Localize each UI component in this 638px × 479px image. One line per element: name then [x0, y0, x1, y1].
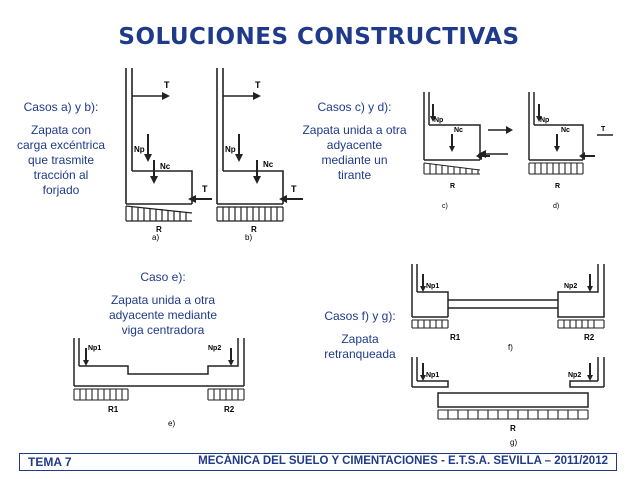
caption-ab-line: que trasmite	[27, 153, 95, 167]
label-Np2: Np2	[564, 283, 577, 290]
figure-g-label: g)	[510, 438, 517, 447]
label-Np: Np	[434, 117, 443, 124]
label-R2: R2	[584, 333, 595, 342]
label-Np2: Np2	[208, 345, 221, 352]
caption-ab-line: forjado	[42, 183, 80, 197]
label-Np: Np	[225, 145, 236, 154]
caption-e-line: viga centradora	[121, 323, 205, 337]
label-Nc: Nc	[160, 162, 171, 171]
label-T: T	[291, 184, 297, 194]
label-R: R	[510, 424, 516, 433]
figure-a: T Np Nc T R a)	[125, 68, 212, 242]
caption-e-line: Zapata unida a otra	[110, 293, 216, 307]
caption-cd: Casos c) y d): Zapata unida a otra adyac…	[287, 100, 422, 183]
figure-b: T Np Nc T R b)	[216, 68, 303, 242]
label-R1: R1	[450, 333, 461, 342]
caption-fg-line: Zapata	[341, 332, 379, 346]
caption-cd-line: adyacente	[326, 138, 383, 152]
label-R1: R1	[108, 405, 119, 414]
caption-cd-line: Zapata unida a otra	[302, 123, 407, 137]
caption-fg-head: Casos f) y g):	[324, 309, 396, 323]
caption-ab-line: tracción al	[33, 168, 89, 182]
figure-g: Np1 Np2 R g)	[411, 357, 605, 447]
figure-d-label: d)	[553, 203, 559, 210]
label-T: T	[255, 80, 261, 90]
label-R: R	[555, 183, 560, 190]
label-R2: R2	[224, 405, 235, 414]
label-Np: Np	[134, 145, 145, 154]
caption-cd-line: tirante	[337, 168, 372, 182]
figure-e-label: e)	[168, 419, 175, 428]
footer-topic: TEMA 7	[28, 455, 72, 469]
label-R: R	[156, 225, 162, 234]
slide-title: SOLUCIONES CONSTRUCTIVAS	[118, 24, 520, 50]
caption-fg: Casos f) y g): Zapata retranqueada	[305, 309, 415, 362]
label-Nc: Nc	[454, 127, 463, 134]
caption-ab: Casos a) y b): Zapata con carga excéntri…	[6, 100, 116, 198]
figure-b-label: b)	[245, 233, 252, 242]
label-T: T	[164, 80, 170, 90]
label-Nc: Nc	[263, 160, 274, 169]
label-Np1: Np1	[88, 345, 101, 352]
caption-ab-line: carga excéntrica	[16, 138, 106, 152]
label-R: R	[450, 183, 455, 190]
footer-bar: TEMA 7 MECÁNICA DEL SUELO Y CIMENTACIONE…	[19, 453, 617, 471]
caption-cd-head: Casos c) y d):	[317, 100, 392, 114]
figure-a-label: a)	[152, 233, 159, 242]
footer-course: MECÁNICA DEL SUELO Y CIMENTACIONES - E.T…	[198, 455, 608, 467]
label-Np1: Np1	[426, 372, 439, 379]
figure-f-label: f)	[508, 343, 513, 352]
caption-cd-line: mediante un	[321, 153, 388, 167]
caption-e-head: Caso e):	[140, 270, 186, 284]
caption-ab-head: Casos a) y b):	[23, 100, 99, 114]
caption-fg-line: retranqueada	[324, 347, 396, 361]
label-T: T	[202, 184, 208, 194]
caption-e-line: adyacente mediante	[108, 308, 218, 322]
label-Np1: Np1	[426, 283, 439, 290]
tie-arrow-d	[478, 150, 508, 158]
label-Np2: Np2	[568, 372, 581, 379]
caption-ab-line: Zapata con	[30, 123, 92, 137]
tie-arrow-c	[488, 126, 513, 134]
label-Np: Np	[540, 117, 549, 124]
figure-c-label: c)	[442, 203, 448, 210]
label-Nc: Nc	[561, 127, 570, 134]
figure-c: Np Nc R c)	[423, 92, 490, 210]
figure-f: Np1 Np2 R1 R2 f)	[411, 264, 605, 352]
label-R: R	[251, 225, 257, 234]
caption-e: Caso e): Zapata unida a otra adyacente m…	[88, 270, 238, 338]
label-T: T	[601, 126, 606, 133]
figure-d: Np Nc T R d)	[528, 92, 613, 210]
figure-e: Np1 Np2 R1 R2 e)	[73, 338, 245, 428]
